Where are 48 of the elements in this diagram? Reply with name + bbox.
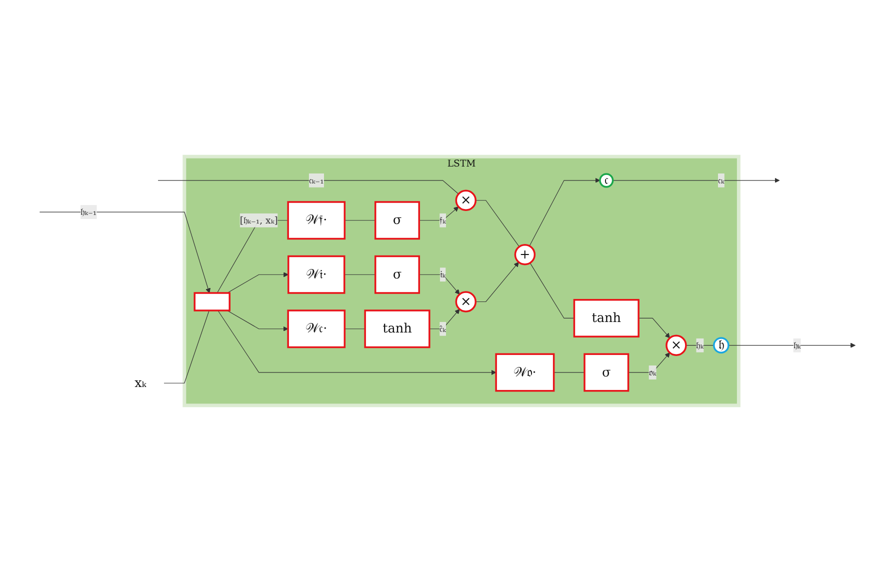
connector bbox=[344, 328, 366, 330]
arrow bbox=[612, 178, 780, 183]
connector bbox=[686, 345, 714, 346]
arrow bbox=[628, 352, 670, 373]
node-circle: × bbox=[455, 291, 477, 312]
connector bbox=[344, 274, 376, 275]
edge-label: 𝔠ₖ bbox=[718, 174, 724, 186]
node-box: 𝒲𝔦· bbox=[287, 255, 346, 294]
node-box: tanh bbox=[364, 310, 430, 348]
edge-label: 𝔠̂ₖ bbox=[440, 323, 446, 334]
arrow bbox=[226, 310, 288, 332]
edge-label: 𝔥ₖ bbox=[793, 340, 801, 351]
node-box: 𝒲𝔠· bbox=[287, 310, 346, 348]
connector bbox=[554, 372, 585, 373]
connector bbox=[344, 220, 376, 221]
node-circle: 𝔥 bbox=[713, 337, 730, 354]
arrow bbox=[418, 206, 459, 221]
node-circle: + bbox=[514, 244, 536, 266]
edge-label: 𝔣ₖ bbox=[440, 214, 446, 226]
node-circle: × bbox=[666, 334, 687, 356]
node-box: tanh bbox=[573, 298, 640, 338]
connector bbox=[164, 310, 210, 384]
node-box: σ bbox=[584, 353, 630, 392]
node-circle: × bbox=[455, 190, 477, 212]
edge-label: 𝔥ₖ bbox=[696, 340, 704, 351]
node-box bbox=[194, 292, 230, 312]
arrow bbox=[218, 310, 496, 376]
arrow bbox=[429, 308, 460, 330]
node-box: 𝒲𝔬· bbox=[495, 353, 555, 392]
edge-label: [𝔥ₖ₋₁, xₖ] bbox=[240, 214, 278, 226]
arrow bbox=[39, 212, 210, 294]
arrow bbox=[475, 262, 519, 302]
connector bbox=[475, 200, 520, 248]
connector bbox=[158, 180, 459, 194]
edge-label: 𝔦ₖ bbox=[440, 268, 446, 280]
node-box: σ bbox=[374, 255, 420, 294]
connector bbox=[530, 262, 575, 318]
edge-label: 𝔬ₖ bbox=[648, 366, 656, 378]
edge-label: 𝔠ₖ₋₁ bbox=[308, 174, 324, 186]
arrow bbox=[728, 342, 856, 348]
edge-label: 𝔥ₖ₋₁ bbox=[80, 206, 97, 218]
node-box: σ bbox=[374, 201, 420, 240]
arrow bbox=[638, 318, 670, 338]
node-box: 𝒲𝔣· bbox=[287, 201, 346, 240]
node-text: xₖ bbox=[134, 376, 146, 390]
arrow bbox=[529, 178, 600, 246]
arrow bbox=[226, 272, 289, 294]
node-circle: 𝔠 bbox=[599, 173, 614, 188]
